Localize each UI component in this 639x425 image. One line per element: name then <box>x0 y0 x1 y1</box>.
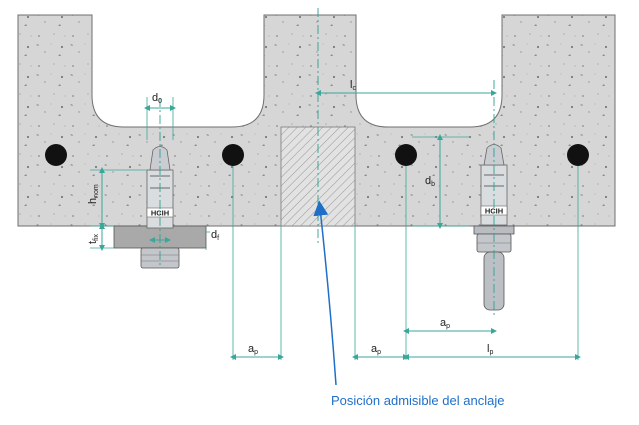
dim-ap-right: ap <box>403 317 497 334</box>
svg-text:db: db <box>425 175 435 188</box>
svg-text:lc: lc <box>350 79 356 92</box>
void-hole <box>395 144 417 166</box>
void-hole <box>45 144 67 166</box>
admissible-anchor-zone <box>280 126 356 227</box>
svg-text:df: df <box>211 229 219 242</box>
void-hole <box>222 144 244 166</box>
pointer-arrow <box>313 200 337 386</box>
svg-text:ap: ap <box>440 317 450 330</box>
dim-hnom: hnom <box>87 167 105 229</box>
svg-text:d0: d0 <box>152 92 162 105</box>
dim-lp: lp <box>403 343 581 360</box>
dim-db: db <box>425 134 443 229</box>
dim-d0: d0 <box>144 92 176 111</box>
dim-ap-mid: ap <box>352 343 409 360</box>
svg-text:ap: ap <box>248 343 258 356</box>
dim-lc: lc <box>315 79 497 96</box>
svg-text:ap: ap <box>371 343 381 356</box>
dim-ap-left: ap <box>230 343 284 360</box>
void-hole <box>567 144 589 166</box>
svg-text:hnom: hnom <box>87 184 100 204</box>
svg-text:tfix: tfix <box>87 233 100 244</box>
dim-df: df <box>149 229 219 243</box>
caption-admissible-position: Posición admisible del anclaje <box>331 393 504 408</box>
hollow-core-slab <box>17 14 616 227</box>
dim-tfix: tfix <box>87 223 105 251</box>
extension-lines <box>90 97 579 360</box>
svg-text:lp: lp <box>487 343 493 356</box>
